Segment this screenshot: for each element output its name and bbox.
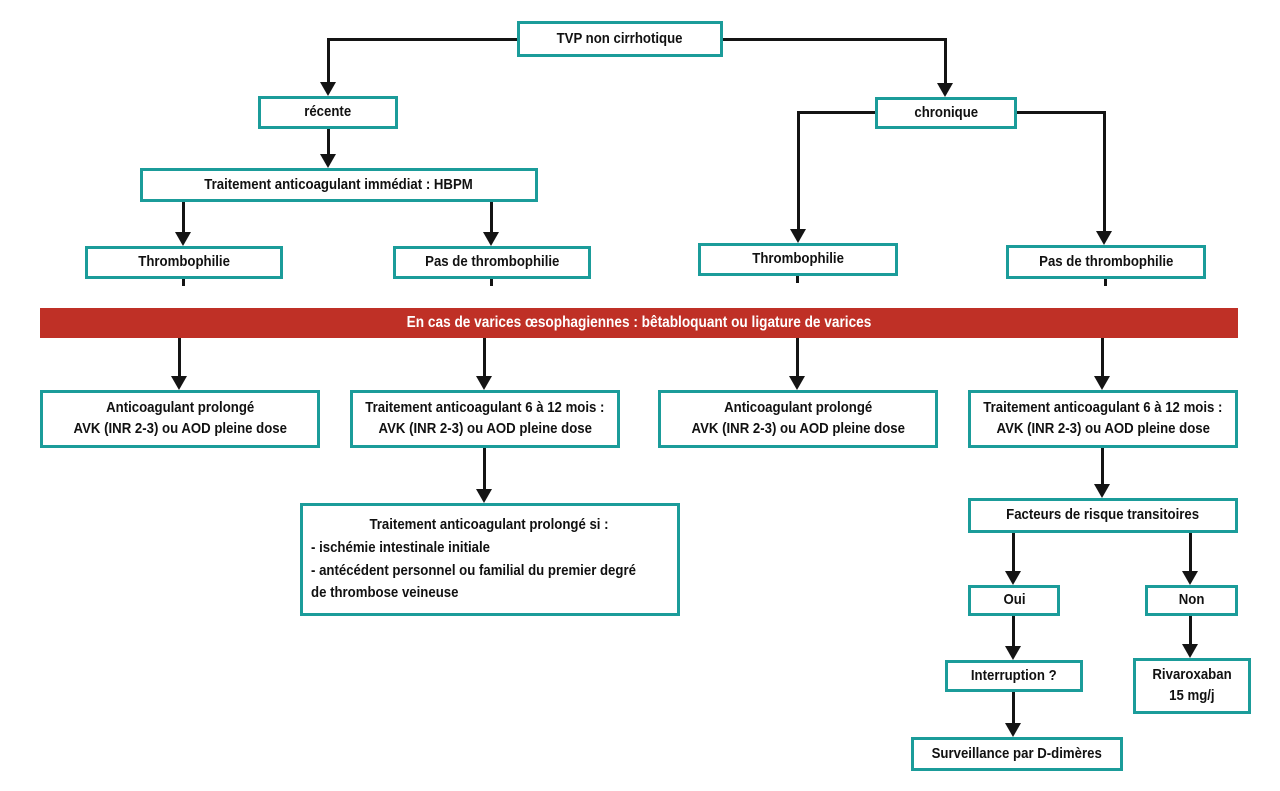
node-label: Oui bbox=[1003, 591, 1025, 609]
node-label: Pas de thrombophilie bbox=[424, 253, 560, 271]
node-oui: Oui bbox=[968, 585, 1060, 616]
node-hbpm: Traitement anticoagulant immédiat : HBPM bbox=[140, 168, 538, 202]
node-label: Pas de thrombophilie bbox=[1038, 252, 1174, 270]
connector-oui-interruption bbox=[1012, 616, 1015, 646]
node-traitement-prolonge-si: Traitement anticoagulant prolongé si : -… bbox=[300, 503, 680, 616]
connector-banner-b bbox=[483, 338, 486, 376]
node-anticoagulant-6-12-left: Traitement anticoagulant 6 à 12 mois : A… bbox=[350, 390, 620, 448]
node-recente: récente bbox=[258, 96, 398, 129]
connector-hbpm-thrombo bbox=[182, 202, 185, 232]
node-chronique: chronique bbox=[875, 97, 1017, 129]
connector-banner-d bbox=[1101, 338, 1104, 376]
arrowhead-to-non bbox=[1182, 571, 1198, 585]
node-pas-de-thrombophilie-right: Pas de thrombophilie bbox=[1006, 245, 1206, 279]
node-interruption: Interruption ? bbox=[945, 660, 1083, 692]
node-line: AVK (INR 2-3) ou AOD pleine dose bbox=[691, 420, 905, 437]
node-line: Traitement anticoagulant 6 à 12 mois : bbox=[365, 399, 605, 417]
arrowhead-to-interruption bbox=[1005, 646, 1021, 660]
arrowhead-to-no-thrombo-right bbox=[1096, 231, 1112, 245]
node-line: - ischémie intestinale initiale bbox=[311, 538, 490, 556]
node-line: AVK (INR 2-3) ou AOD pleine dose bbox=[996, 420, 1210, 437]
connector-interruption-surveillance bbox=[1012, 692, 1015, 723]
arrowhead-to-surveillance bbox=[1005, 723, 1021, 737]
node-rivaroxaban: Rivaroxaban 15 mg/j bbox=[1133, 658, 1251, 714]
node-facteurs-risque-transitoires: Facteurs de risque transitoires bbox=[968, 498, 1238, 533]
arrowhead-to-facteurs bbox=[1094, 484, 1110, 498]
node-anticoagulant-prolonge-right: Anticoagulant prolongé AVK (INR 2-3) ou … bbox=[658, 390, 938, 448]
node-label: Traitement anticoagulant immédiat : HBPM bbox=[204, 175, 474, 193]
stub-no-thrombo-right bbox=[1104, 279, 1107, 286]
arrowhead-to-thrombo-left bbox=[175, 232, 191, 246]
node-line: - antécédent personnel ou familial du pr… bbox=[311, 561, 636, 579]
node-label: Interruption ? bbox=[971, 666, 1057, 684]
connector-root-right bbox=[723, 38, 946, 41]
arrowhead-to-prolonge-si bbox=[476, 489, 492, 503]
varices-banner: En cas de varices œsophagiennes : bêtabl… bbox=[40, 308, 1238, 338]
connector-banner-c bbox=[796, 338, 799, 376]
node-label: Facteurs de risque transitoires bbox=[1006, 506, 1200, 524]
node-anticoagulant-prolonge-left: Anticoagulant prolongé AVK (INR 2-3) ou … bbox=[40, 390, 320, 448]
arrowhead-to-hbpm bbox=[320, 154, 336, 168]
connector-d-facteurs bbox=[1101, 448, 1104, 484]
arrowhead-to-box-a bbox=[171, 376, 187, 390]
node-non: Non bbox=[1145, 585, 1238, 616]
connector-non-rivaroxaban bbox=[1189, 616, 1192, 644]
node-anticoagulant-6-12-right: Traitement anticoagulant 6 à 12 mois : A… bbox=[968, 390, 1238, 448]
arrowhead-to-chronique bbox=[937, 83, 953, 97]
arrowhead-to-recente bbox=[320, 82, 336, 96]
connector-facteurs-oui bbox=[1012, 533, 1015, 571]
node-label: Non bbox=[1178, 591, 1205, 609]
connector-chronique-left-drop bbox=[797, 111, 800, 229]
stub-no-thrombo-left bbox=[490, 279, 493, 286]
arrowhead-to-oui bbox=[1005, 571, 1021, 585]
node-label: TVP non cirrhotique bbox=[557, 29, 683, 47]
arrowhead-to-rivaroxaban bbox=[1182, 644, 1198, 658]
node-label: Surveillance par D-dimères bbox=[931, 744, 1103, 762]
node-thrombophilie-right: Thrombophilie bbox=[698, 243, 898, 276]
node-title: Traitement anticoagulant prolongé si : bbox=[369, 515, 609, 533]
connector-chronique-right bbox=[1017, 111, 1106, 114]
node-line: Anticoagulant prolongé bbox=[105, 399, 255, 417]
node-tvp-non-cirrhotique: TVP non cirrhotique bbox=[517, 21, 723, 57]
node-line: Anticoagulant prolongé bbox=[723, 399, 873, 417]
node-label: récente bbox=[304, 103, 352, 121]
connector-root-left bbox=[328, 38, 517, 41]
arrowhead-to-no-thrombo-left bbox=[483, 232, 499, 246]
connector-recente-hbpm bbox=[327, 129, 330, 154]
node-line: Traitement anticoagulant 6 à 12 mois : bbox=[983, 399, 1223, 417]
node-line: de thrombose veineuse bbox=[311, 584, 459, 602]
banner-text: En cas de varices œsophagiennes : bêtabl… bbox=[406, 314, 872, 331]
connector-root-right-drop bbox=[944, 38, 947, 83]
arrowhead-to-box-c bbox=[789, 376, 805, 390]
stub-thrombo-right bbox=[796, 276, 799, 283]
node-line: 15 mg/j bbox=[1169, 687, 1215, 704]
connector-b-prolonge bbox=[483, 448, 486, 489]
node-thrombophilie-left: Thrombophilie bbox=[85, 246, 283, 279]
node-line: AVK (INR 2-3) ou AOD pleine dose bbox=[73, 420, 287, 437]
stub-thrombo-left bbox=[182, 279, 185, 286]
node-surveillance-d-dimeres: Surveillance par D-dimères bbox=[911, 737, 1123, 771]
arrowhead-to-box-d bbox=[1094, 376, 1110, 390]
arrowhead-to-box-b bbox=[476, 376, 492, 390]
node-line: Rivaroxaban bbox=[1152, 666, 1232, 684]
node-pas-de-thrombophilie-left: Pas de thrombophilie bbox=[393, 246, 591, 279]
node-label: Thrombophilie bbox=[138, 253, 230, 271]
node-label: chronique bbox=[914, 103, 978, 121]
connector-banner-a bbox=[178, 338, 181, 376]
connector-hbpm-no-thrombo bbox=[490, 202, 493, 232]
connector-chronique-right-drop bbox=[1103, 111, 1106, 231]
connector-chronique-left bbox=[797, 111, 875, 114]
connector-root-left-drop bbox=[327, 38, 330, 82]
connector-facteurs-non bbox=[1189, 533, 1192, 571]
node-label: Thrombophilie bbox=[752, 250, 844, 268]
arrowhead-to-thrombo-right bbox=[790, 229, 806, 243]
node-line: AVK (INR 2-3) ou AOD pleine dose bbox=[378, 420, 592, 437]
